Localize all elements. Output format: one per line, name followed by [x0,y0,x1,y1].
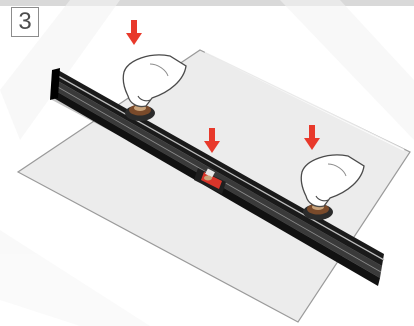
arrow-down-icon [204,128,220,153]
header-band [0,0,414,6]
arrow-down-icon [126,20,142,45]
suction-cup-left [125,104,155,121]
step-number-badge: 3 [11,7,39,37]
hand-pressing-icon [122,54,187,108]
hand-pressing-icon [300,154,365,208]
arrow-down-icon [304,125,320,150]
step-number: 3 [18,8,32,35]
cutter-head [194,168,226,194]
